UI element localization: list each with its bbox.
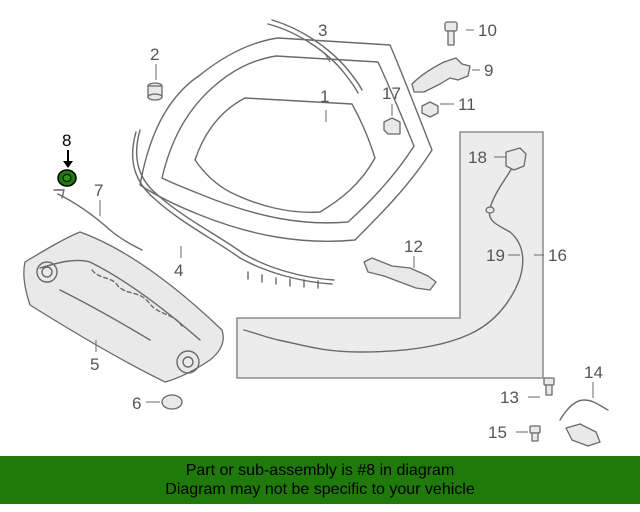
callout-7: 7 xyxy=(94,181,103,200)
parts-diagram: 1 2 3 4 5 6 7 8 9 10 11 12 13 14 15 16 1… xyxy=(23,19,609,447)
bolt-13 xyxy=(543,377,555,396)
callout-1: 1 xyxy=(320,87,329,106)
callout-13: 13 xyxy=(500,388,519,407)
info-banner: Part or sub-assembly is #8 in diagram Di… xyxy=(0,456,640,504)
bolt-15 xyxy=(529,425,541,442)
banner-line-1: Part or sub-assembly is #8 in diagram xyxy=(185,462,455,479)
bracket-17 xyxy=(383,117,401,135)
leader-lines xyxy=(63,29,594,433)
weatherstrip xyxy=(271,19,363,91)
grommet-8-highlighted xyxy=(57,169,77,187)
release-cable xyxy=(243,167,524,353)
banner-line-2: Diagram may not be specific to your vehi… xyxy=(165,481,475,498)
nut-11 xyxy=(421,101,439,118)
cowl-seal xyxy=(57,193,143,251)
callout-2: 2 xyxy=(150,45,159,64)
callout-8: 8 xyxy=(62,131,71,150)
hood-panel xyxy=(139,37,433,242)
cable-assembly-panel xyxy=(236,131,544,379)
callout-15: 15 xyxy=(488,423,507,442)
bolt-10 xyxy=(444,21,458,46)
hood-hinge xyxy=(411,57,471,93)
callout-17: 17 xyxy=(382,84,401,103)
callout-16: 16 xyxy=(548,246,567,265)
hood-latch xyxy=(363,257,437,291)
secondary-latch xyxy=(559,399,609,447)
callout-3: 3 xyxy=(318,21,327,40)
callout-10: 10 xyxy=(478,21,497,40)
callout-6: 6 xyxy=(132,394,141,413)
callout-9: 9 xyxy=(484,61,493,80)
callout-19: 19 xyxy=(486,246,505,265)
release-handle xyxy=(505,147,527,171)
callout-11: 11 xyxy=(458,95,476,114)
clip-2 xyxy=(147,82,163,101)
callout-18: 18 xyxy=(468,148,487,167)
callout-14: 14 xyxy=(584,363,603,382)
insulator-pad xyxy=(23,231,224,383)
clip-6 xyxy=(161,394,183,410)
callout-4: 4 xyxy=(174,261,183,280)
callout-5: 5 xyxy=(90,355,99,374)
callout-12: 12 xyxy=(404,237,423,256)
hood-seal xyxy=(132,131,333,285)
